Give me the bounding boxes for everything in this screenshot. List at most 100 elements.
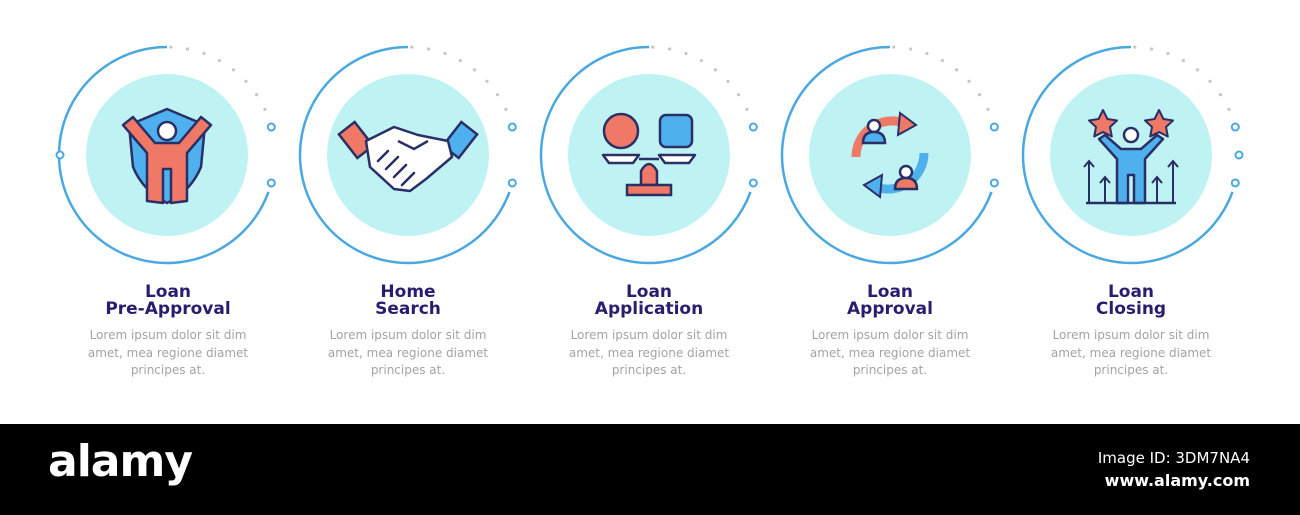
ring-dot — [713, 68, 718, 72]
ring-dot — [1166, 51, 1170, 56]
ring-dot — [410, 45, 414, 49]
step-desc-line: amet, mea regione diamet — [87, 345, 249, 360]
ring-dot — [244, 79, 248, 83]
ring-dot — [1150, 47, 1154, 51]
step-desc-line: amet, mea regione diamet — [568, 345, 730, 360]
ring-dot — [954, 68, 959, 72]
step-title-line1: Loan — [144, 282, 192, 302]
ring-dot — [684, 51, 688, 56]
ring-dot — [263, 107, 267, 111]
step-desc-line: amet, mea regione diamet — [1050, 345, 1212, 360]
site-url-link[interactable]: www.alamy.com — [1104, 471, 1250, 490]
step-title: Loan Application — [529, 284, 769, 318]
ring-dot — [472, 68, 477, 72]
connector-node — [1230, 122, 1240, 132]
connector-node — [748, 178, 758, 188]
step-desc-line: principes at. — [370, 363, 446, 377]
ring-dot — [485, 79, 489, 83]
step-title: Loan Approval — [770, 284, 1010, 318]
ring-dot — [1133, 45, 1137, 49]
step-title-line2: Pre-Approval — [105, 299, 231, 319]
connector-node — [748, 122, 758, 132]
connector-node — [989, 178, 999, 188]
step-desc-line: principes at. — [611, 363, 687, 377]
ring-dot — [745, 107, 749, 111]
step-title-line2: Closing — [1095, 299, 1167, 319]
step-ring-arc — [57, 45, 270, 265]
step-description: Lorem ipsum dolor sit dim amet, mea regi… — [529, 327, 769, 380]
ring-dot — [254, 93, 259, 97]
step-description: Lorem ipsum dolor sit dim amet, mea regi… — [1011, 327, 1251, 380]
brand-logo: alamy — [48, 436, 193, 487]
step-desc-line: Lorem ipsum dolor sit dim — [89, 328, 247, 342]
step-title-line1: Loan — [1107, 282, 1155, 302]
step-desc-line: Lorem ipsum dolor sit dim — [811, 328, 969, 342]
connector-node — [507, 122, 517, 132]
step-title: Loan Closing — [1011, 284, 1251, 318]
connector-rings — [55, 45, 1244, 265]
ring-dot — [651, 45, 655, 49]
step-desc-line: principes at. — [130, 363, 206, 377]
ring-dot — [202, 51, 206, 56]
ring-dot — [495, 93, 500, 97]
protected-person-shield-icon — [121, 107, 213, 205]
ring-dot — [909, 47, 913, 51]
step-desc-line: principes at. — [852, 363, 928, 377]
step-ring-arc — [539, 45, 752, 265]
ring-dot — [169, 45, 173, 49]
start-node — [55, 150, 65, 160]
ring-dot — [925, 51, 929, 56]
footer-bar — [0, 424, 1300, 515]
step-description: Lorem ipsum dolor sit dim amet, mea regi… — [288, 327, 528, 380]
handshake-icon — [337, 120, 479, 193]
step-circle-fill — [568, 74, 730, 236]
ring-dot — [1227, 107, 1231, 111]
ring-dot — [668, 47, 672, 51]
step-title-line1: Loan — [625, 282, 673, 302]
ring-dot — [726, 79, 730, 83]
step-title-line2: Approval — [847, 299, 933, 319]
connector-node — [507, 178, 517, 188]
step-desc-line: amet, mea regione diamet — [809, 345, 971, 360]
ring-dot — [458, 58, 462, 63]
step-title-line2: Application — [594, 299, 704, 319]
success-person-stars-icon — [1083, 109, 1179, 205]
ring-dot — [1181, 58, 1185, 63]
ring-dot — [736, 93, 741, 97]
ring-dot — [504, 107, 508, 111]
step-circle-fill — [809, 74, 971, 236]
ring-dot — [443, 51, 447, 56]
ring-dot — [1195, 68, 1200, 72]
step-title-line2: Search — [375, 299, 441, 319]
ring-dot — [967, 79, 971, 83]
ring-dot — [427, 47, 431, 51]
ring-dot — [1218, 93, 1223, 97]
connector-node — [1230, 178, 1240, 188]
step-description: Lorem ipsum dolor sit dim amet, mea regi… — [770, 327, 1010, 380]
step-title-line1: Home — [380, 282, 436, 302]
ring-dot — [186, 47, 190, 51]
step-ring-arc — [1021, 45, 1234, 265]
step-desc-line: Lorem ipsum dolor sit dim — [1052, 328, 1210, 342]
process-diagram — [55, 45, 1244, 265]
step-description: Lorem ipsum dolor sit dim amet, mea regi… — [48, 327, 288, 380]
connector-node — [266, 178, 276, 188]
step-desc-line: principes at. — [1093, 363, 1169, 377]
step-ring-arc — [780, 45, 993, 265]
ring-dot — [699, 58, 703, 63]
ring-dot — [986, 107, 990, 111]
connector-node — [266, 122, 276, 132]
ring-dot — [231, 68, 236, 72]
end-node — [1234, 150, 1244, 160]
ring-dot — [1208, 79, 1212, 83]
person-exchange-icon — [851, 111, 929, 199]
step-title-line1: Loan — [866, 282, 914, 302]
step-desc-line: Lorem ipsum dolor sit dim — [329, 328, 487, 342]
ring-dot — [940, 58, 944, 63]
step-title: Loan Pre-Approval — [48, 284, 288, 318]
ring-dot — [217, 58, 221, 63]
step-desc-line: Lorem ipsum dolor sit dim — [570, 328, 728, 342]
image-id-label: Image ID: 3DM7NA4 — [1097, 449, 1250, 467]
balance-scale-icon — [601, 112, 697, 197]
ring-dot — [977, 93, 982, 97]
